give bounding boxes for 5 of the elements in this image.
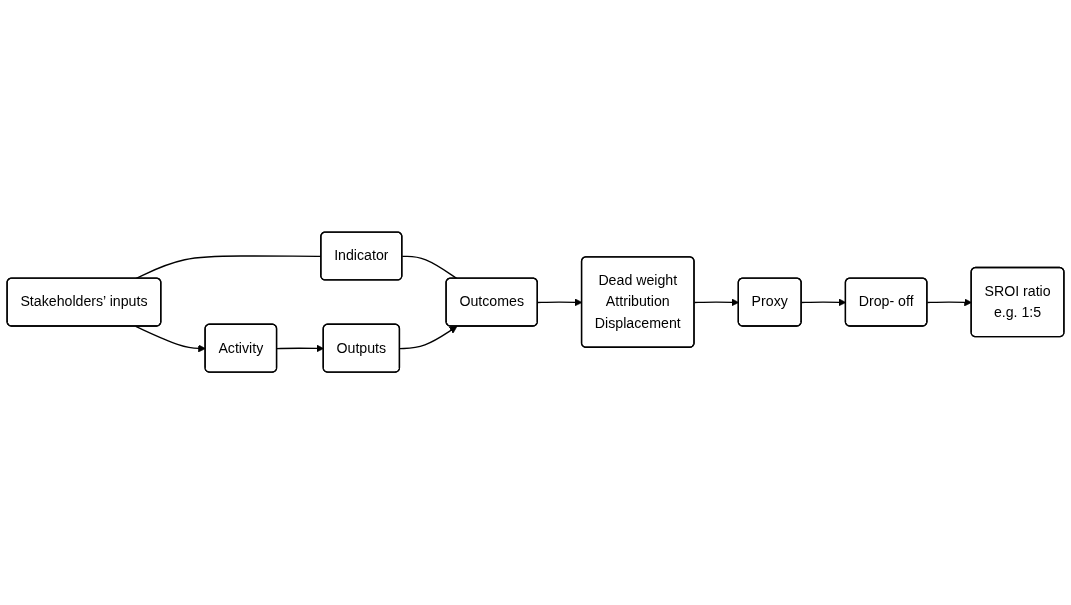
arrow <box>399 326 458 350</box>
arrow <box>135 326 206 353</box>
arrow <box>276 345 324 353</box>
arrow <box>926 298 972 307</box>
connector <box>401 256 458 280</box>
